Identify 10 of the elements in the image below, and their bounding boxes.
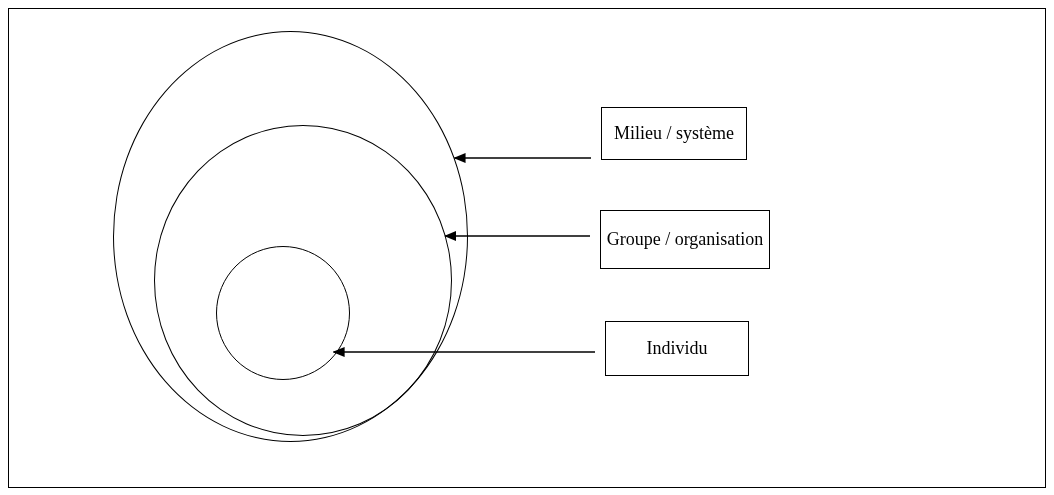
arrow [453,153,592,163]
box-label: Individu [646,338,708,359]
box-label: Groupe / organisation [606,229,764,250]
ellipse-shape [154,125,452,436]
label-box [601,107,747,160]
arrow [332,347,596,357]
label-box [600,210,770,269]
box-label: Milieu / système [614,123,734,144]
label-box [605,321,749,376]
arrow [444,231,591,241]
